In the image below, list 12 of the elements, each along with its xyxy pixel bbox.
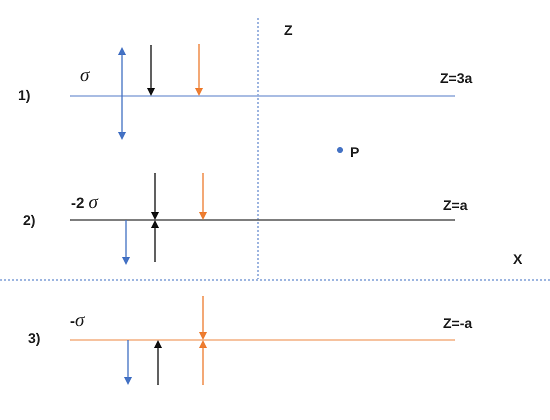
position-label: Z=-a [443,316,472,330]
position-label: Z=3a [440,71,472,85]
plane-number: 3) [28,331,40,345]
plane-number: 1) [18,88,30,102]
charge-density-label: σ [80,66,90,85]
point-label: P [350,145,360,159]
charge-density-label: -σ [70,311,84,330]
axis-label: X [513,252,522,266]
position-label: Z=a [443,198,468,212]
plane-number: 2) [23,213,36,227]
charge-density-label: -2 σ [71,193,98,212]
axis-label: Z [284,23,293,37]
